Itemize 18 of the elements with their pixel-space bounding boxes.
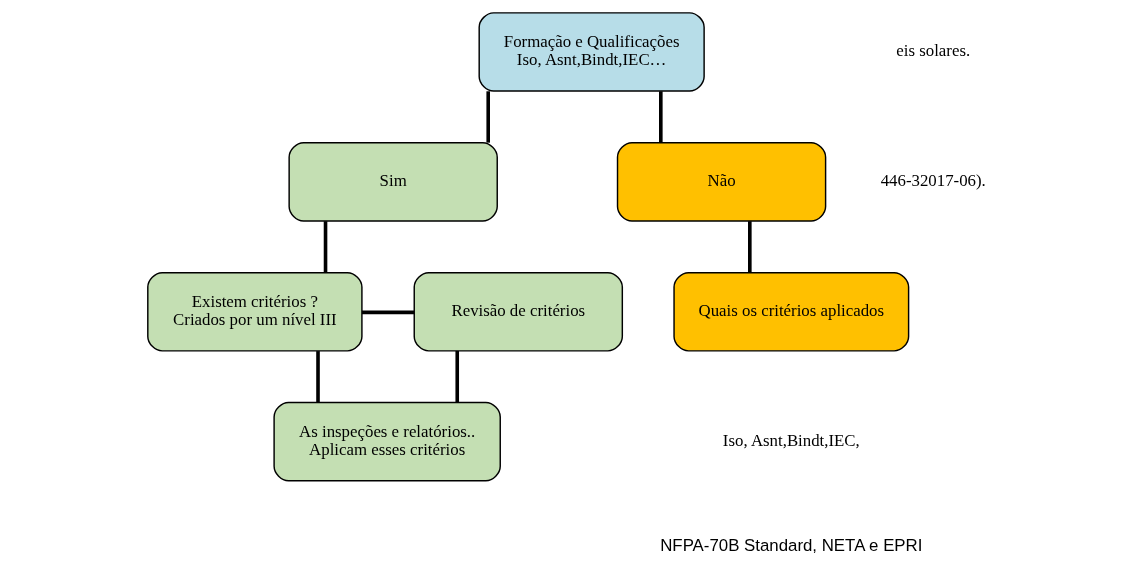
node-box: Sim: [288, 142, 498, 222]
connector: [362, 310, 415, 315]
node-box: Revisão de critérios: [413, 271, 624, 352]
label: NFPA-70B Standard, NETA e EPRI: [660, 535, 923, 555]
connector: [486, 91, 490, 143]
connector: [659, 91, 663, 143]
label: eis solares.: [896, 41, 971, 61]
node-box: Não: [616, 142, 827, 222]
connector: [316, 351, 320, 403]
connector: [323, 221, 328, 273]
node-box: As inspeções e relatórios.. Aplicam esses critérios: [273, 401, 501, 482]
node-box: Quais os critérios aplicados: [673, 271, 910, 352]
label: Iso, Asnt,Bindt,IEC,: [722, 431, 860, 451]
label: 446-32017-06).: [880, 171, 986, 191]
node-box: Formação e Qualificações Iso, Asnt,Bindt,IEC…: [478, 12, 705, 92]
node-box: Existem critérios ? Criados por um nível III: [147, 271, 363, 352]
connector: [748, 221, 752, 273]
connector: [455, 350, 460, 403]
